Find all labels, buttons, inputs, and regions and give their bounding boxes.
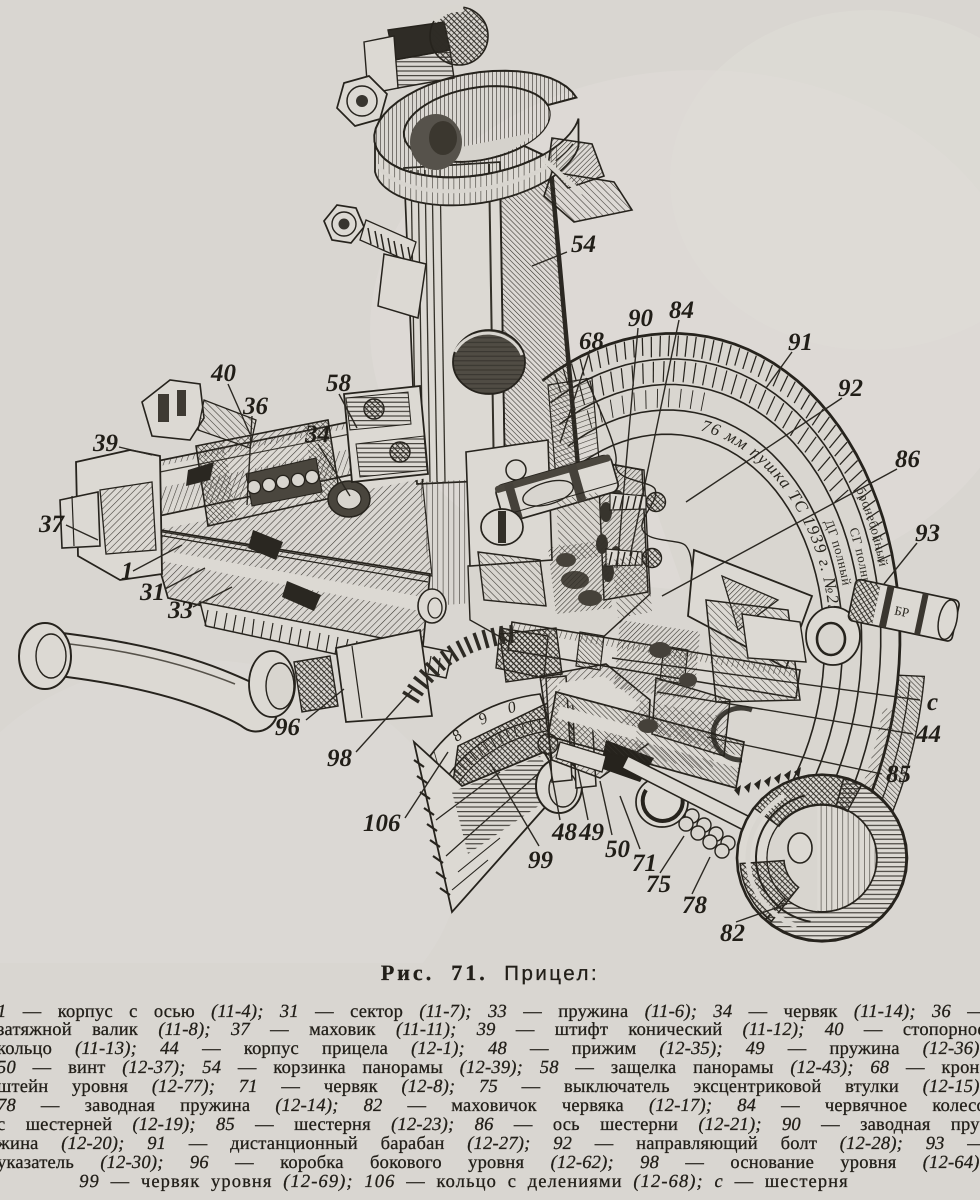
svg-text:84: 84: [669, 297, 694, 324]
svg-text:58: 58: [326, 370, 352, 397]
svg-text:99: 99: [528, 847, 554, 874]
svg-text:с: с: [927, 689, 938, 716]
svg-text:49: 49: [578, 819, 605, 846]
svg-text:37: 37: [38, 511, 66, 538]
svg-text:31: 31: [139, 579, 165, 606]
svg-text:БР: БР: [893, 603, 911, 621]
svg-text:36: 36: [242, 393, 269, 420]
svg-text:98: 98: [327, 745, 353, 772]
svg-text:68: 68: [579, 328, 605, 355]
svg-text:90: 90: [628, 305, 654, 332]
svg-text:85: 85: [886, 761, 911, 788]
svg-text:44: 44: [915, 721, 941, 748]
svg-text:78: 78: [682, 892, 708, 919]
svg-text:71: 71: [632, 850, 657, 877]
svg-text:40: 40: [210, 360, 237, 387]
svg-text:86: 86: [895, 446, 921, 473]
svg-text:82: 82: [720, 920, 745, 947]
svg-text:50: 50: [605, 836, 631, 863]
svg-text:54: 54: [571, 231, 596, 258]
svg-text:39: 39: [92, 430, 119, 457]
svg-text:75: 75: [646, 871, 671, 898]
svg-text:96: 96: [275, 714, 301, 741]
svg-text:91: 91: [788, 329, 813, 356]
svg-text:1: 1: [121, 558, 134, 585]
svg-text:33: 33: [167, 597, 193, 624]
svg-text:34: 34: [304, 421, 330, 448]
svg-text:48: 48: [551, 819, 578, 846]
svg-text:93: 93: [915, 520, 940, 547]
svg-text:106: 106: [363, 810, 401, 837]
svg-text:92: 92: [838, 375, 863, 402]
